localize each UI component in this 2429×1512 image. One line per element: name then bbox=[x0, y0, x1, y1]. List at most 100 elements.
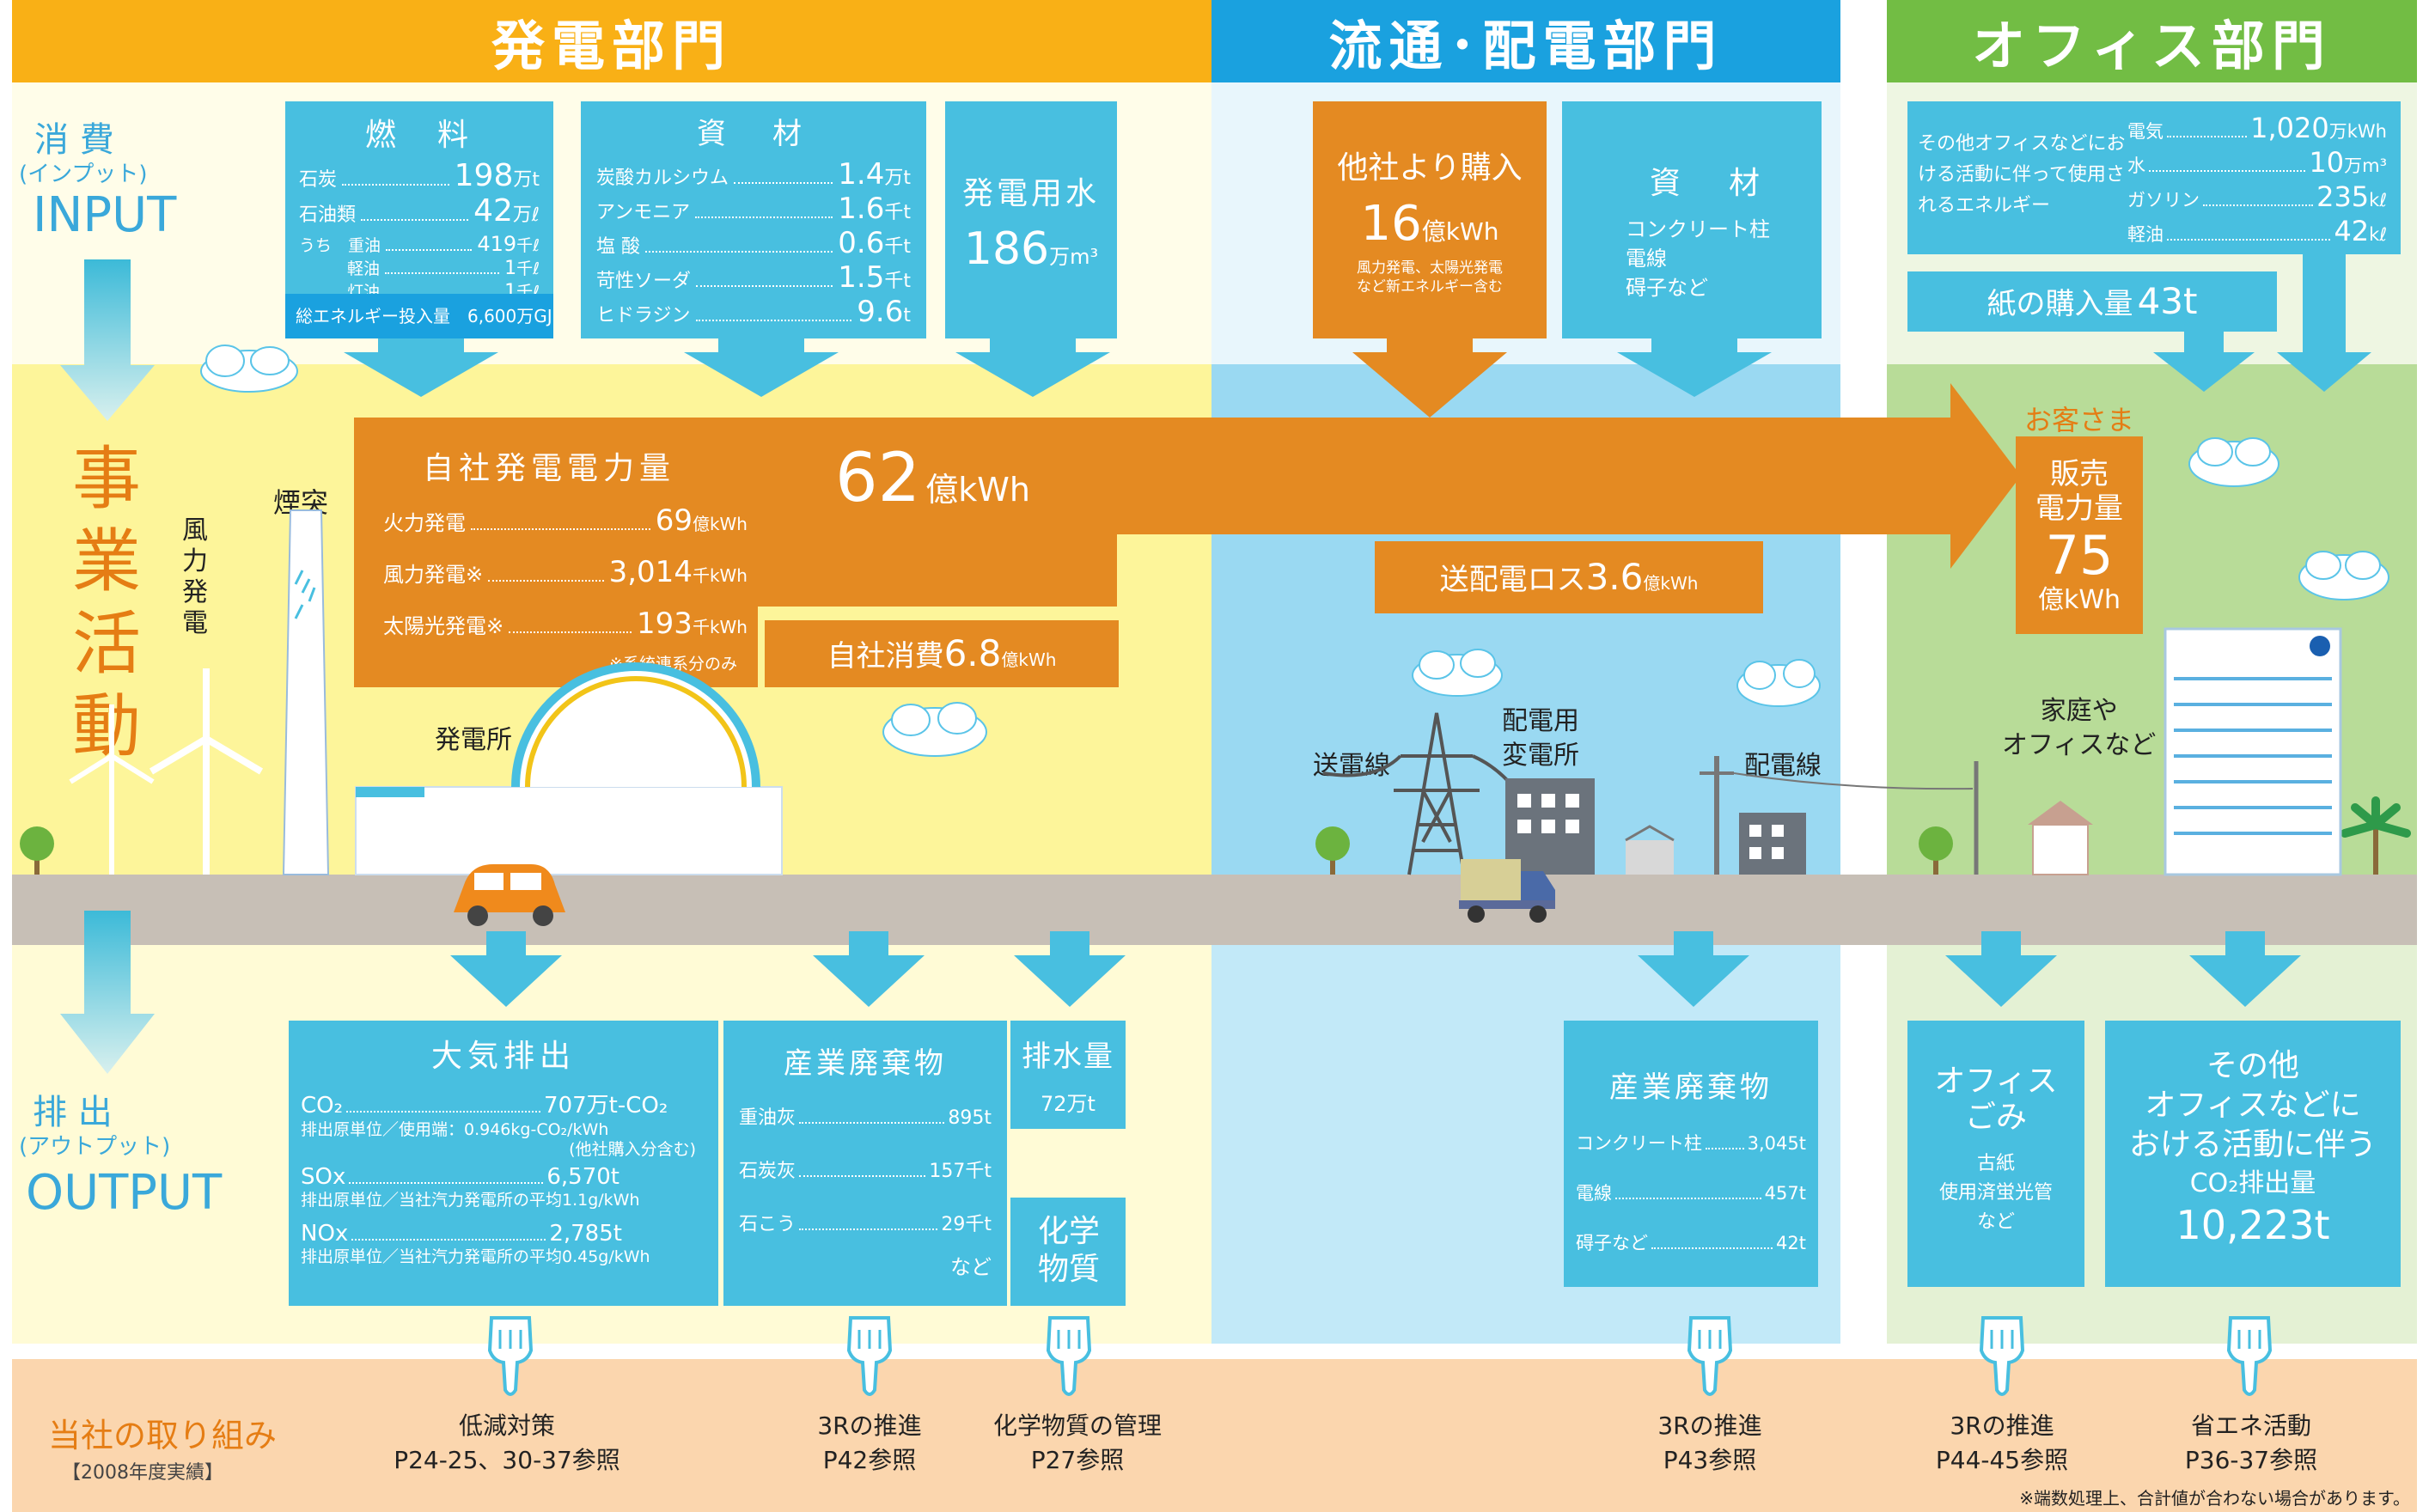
office-co2-line: CO₂排出量 bbox=[2189, 1168, 2316, 1198]
water-title: 発電用水 bbox=[961, 176, 1100, 211]
sales-unit: 億kWh bbox=[2037, 585, 2121, 615]
distribution-line-label: 配電線 bbox=[1744, 751, 1822, 781]
office-header: オフィス部門 bbox=[1887, 0, 2417, 82]
office-co2-line: その他 bbox=[2206, 1048, 2299, 1083]
output-en: OUTPUT bbox=[26, 1165, 223, 1221]
purchase-note: 風力発電、太陽光発電 など新エネルギー含む bbox=[1357, 259, 1503, 296]
business-title: 事業活動 bbox=[72, 439, 141, 766]
purchase-box: 他社より購入 16億kWh 風力発電、太陽光発電 など新エネルギー含む bbox=[1313, 101, 1547, 338]
chimney-label: 煙突 bbox=[273, 486, 329, 519]
office-waste-box: オフィス ごみ 古紙 使用済蛍光管 など bbox=[1907, 1021, 2084, 1287]
own-generation-row: 太陽光発電※193千kWh bbox=[383, 607, 748, 641]
office-waste-title: オフィス bbox=[1934, 1064, 2058, 1099]
distribution-header: 流通･配電部門 bbox=[1211, 0, 1840, 82]
footnote: ※端数処理上、合計値が合わない場合があります。 bbox=[2019, 1488, 2410, 1509]
loss-box: 送配電ロス3.6億kWh bbox=[1375, 541, 1763, 613]
dist-waste-title: 産業廃棄物 bbox=[1609, 1070, 1773, 1105]
self-use-box: 自社消費6.8億kWh bbox=[765, 620, 1119, 687]
homes-label: 家庭やオフィスなど bbox=[2002, 696, 2157, 760]
initiatives-sub: 【2008年度実績】 bbox=[62, 1462, 223, 1484]
purchase-title: 他社より購入 bbox=[1337, 150, 1523, 186]
office-co2-line: オフィスなどに bbox=[2145, 1088, 2361, 1123]
office-waste-item: など bbox=[1976, 1211, 2015, 1233]
own-generation-row: 風力発電※3,014千kWh bbox=[383, 555, 748, 589]
office-business-band bbox=[1887, 364, 2417, 880]
sales-box: 販売 電力量 75 億kWh bbox=[2016, 436, 2143, 634]
input-en: INPUT bbox=[33, 187, 177, 243]
office-energy-desc: その他オフィスなどにおける活動に伴って使用されるエネルギー bbox=[1918, 133, 2126, 216]
road bbox=[12, 875, 2417, 945]
own-generation-title: 自社発電電力量 bbox=[423, 451, 676, 486]
chemical-box: 化学物質 bbox=[1010, 1198, 1126, 1306]
output-sub: (アウトプット) bbox=[19, 1134, 171, 1160]
nox-note: 排出原単位／当社汽力発電所の平均0.45g/kWh bbox=[301, 1247, 650, 1266]
input-title: 消 費 bbox=[34, 120, 114, 160]
sox-note: 排出原単位／当社汽力発電所の平均1.1g/kWh bbox=[301, 1191, 640, 1210]
paper-box: 紙の購入量 43t bbox=[1907, 271, 2277, 332]
water-value: 186万m³ bbox=[963, 223, 1099, 275]
drain-title: 排水量 bbox=[1022, 1040, 1114, 1074]
materials-title: 資 材 bbox=[697, 117, 810, 151]
initiatives-title: 当社の取り組み bbox=[48, 1417, 278, 1454]
air-emission-title: 大気排出 bbox=[430, 1039, 576, 1074]
purchase-value: 16億kWh bbox=[1360, 196, 1499, 252]
dist-materials-item: 電線 bbox=[1626, 247, 1667, 271]
dist-materials-box: 資 材 コンクリート柱 電線 碍子など bbox=[1562, 101, 1822, 338]
fuel-title: 燃 料 bbox=[364, 118, 473, 153]
office-co2-value: 10,223t bbox=[2176, 1202, 2330, 1248]
generation-header: 発電部門 bbox=[12, 0, 1211, 82]
office-waste-item: 使用済蛍光管 bbox=[1938, 1182, 2053, 1204]
waste-title: 産業廃棄物 bbox=[784, 1046, 947, 1081]
office-co2-box: その他 オフィスなどに おける活動に伴う CO₂排出量 10,223t bbox=[2105, 1021, 2401, 1287]
office-waste-title-2: ごみ bbox=[1964, 1100, 2027, 1135]
input-sub: (インプット) bbox=[19, 162, 148, 187]
drain-box: 排水量 72万t bbox=[1010, 1021, 1126, 1129]
own-generation-note: ※系統連系分のみ bbox=[609, 655, 737, 674]
dist-materials-title: 資 材 bbox=[1650, 166, 1769, 201]
office-waste-item: 古紙 bbox=[1976, 1153, 2015, 1174]
substation-label: 配電用変電所 bbox=[1502, 706, 1579, 771]
co2-note: 排出原単位／使用端：0.946kg-CO₂/kWh bbox=[301, 1120, 609, 1139]
plant-label: 発電所 bbox=[435, 725, 512, 755]
drain-value: 72万t bbox=[1041, 1092, 1095, 1116]
sales-label-1: 販売 bbox=[2050, 457, 2109, 491]
dist-materials-item: コンクリート柱 bbox=[1626, 217, 1770, 241]
transmission-label: 送電線 bbox=[1313, 751, 1390, 781]
dist-materials-item: 碍子など bbox=[1626, 276, 1708, 300]
co2-note-2: (他社購入分含む) bbox=[569, 1140, 696, 1159]
waste-etc: など bbox=[950, 1255, 992, 1279]
fuel-total: 総エネルギー投入量 6,600万GJ bbox=[285, 294, 553, 338]
